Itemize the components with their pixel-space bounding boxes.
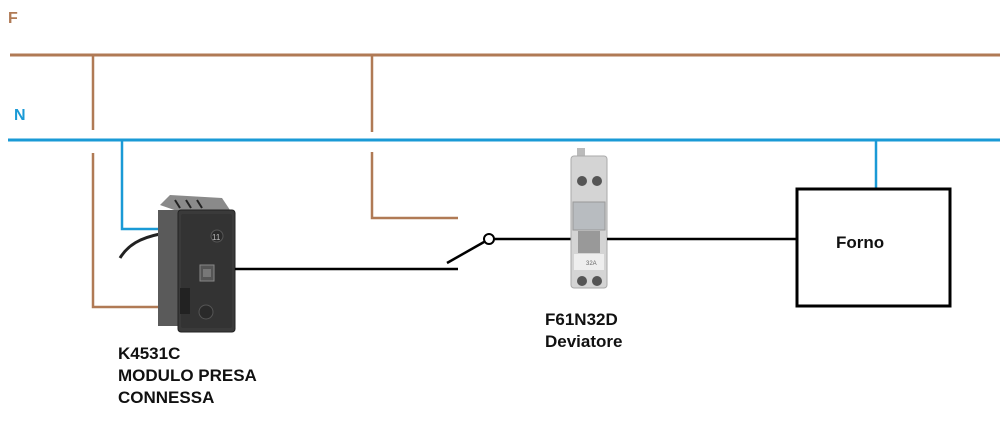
socket-name-line2: CONNESSA <box>118 388 215 407</box>
deviatore-rating: 32A <box>586 261 597 267</box>
socket-code: K4531C <box>118 344 181 363</box>
deviatore-name: Deviatore <box>545 332 623 351</box>
switch-pivot <box>483 233 495 245</box>
deviatore-device <box>570 148 608 289</box>
phase-label: F <box>8 10 18 27</box>
phase-wire-to-switch-contact <box>370 152 458 220</box>
socket-caption: K4531C MODULO PRESA CONNESSA <box>118 343 257 409</box>
socket-face-marking: 11 <box>212 233 221 242</box>
deviatore-code: F61N32D <box>545 310 618 329</box>
oven-label: Forno <box>836 233 885 252</box>
deviatore-caption: F61N32D Deviatore <box>545 309 622 353</box>
neutral-wire-to-socket <box>120 140 162 231</box>
socket-name-line1: MODULO PRESA <box>118 366 257 385</box>
neutral-label: N <box>14 107 26 124</box>
oven-load-box <box>795 187 952 308</box>
switch-lever <box>446 240 485 265</box>
phase-wire-to-socket <box>91 153 172 309</box>
socket-module-device <box>118 195 236 333</box>
